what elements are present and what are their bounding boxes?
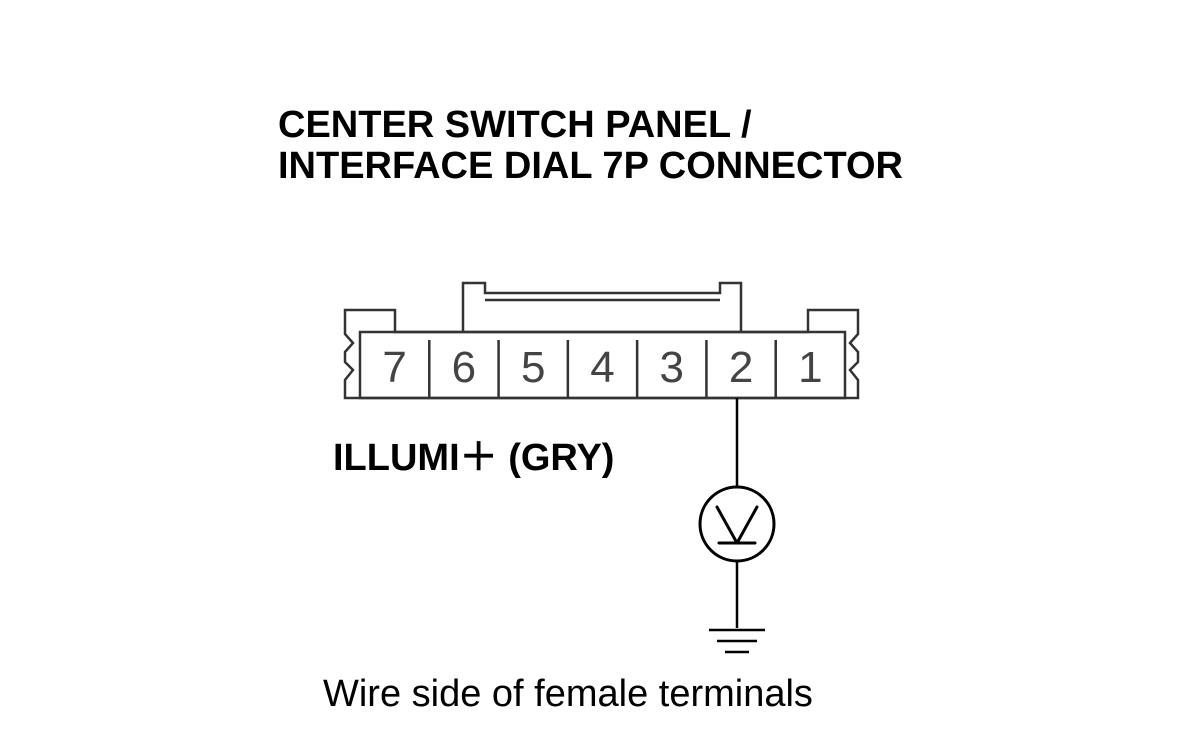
pin-label-4: 4	[590, 343, 614, 392]
title-line-1: CENTER SWITCH PANEL /	[278, 104, 752, 146]
pin-frame	[358, 330, 847, 400]
signal-label: ILLUMI＋ (GRY)	[333, 437, 614, 479]
connector-housing	[343, 281, 860, 400]
caption: Wire side of female terminals	[323, 673, 813, 715]
voltmeter-ring	[698, 485, 776, 563]
ground-icon	[709, 628, 765, 654]
pin-label-1: 1	[798, 343, 822, 392]
pin-label-3: 3	[660, 343, 684, 392]
connector-outline	[343, 308, 860, 400]
pin-label-5: 5	[521, 343, 545, 392]
voltmeter-icon	[698, 485, 776, 563]
title-line-2: INTERFACE DIAL 7P CONNECTOR	[278, 145, 903, 187]
connector-lock-tab	[461, 281, 743, 332]
pin-label-6: 6	[452, 343, 476, 392]
pin-label-7: 7	[382, 343, 406, 392]
pin-label-2: 2	[729, 343, 753, 392]
